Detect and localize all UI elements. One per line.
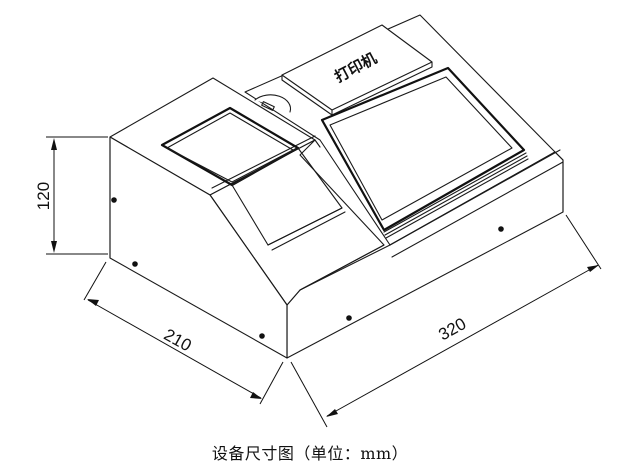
screw-icon xyxy=(498,226,504,232)
screw-icon xyxy=(111,197,117,203)
screw-icon xyxy=(132,261,138,267)
round-knob xyxy=(254,94,292,113)
depth-dimension-label: 210 xyxy=(161,325,195,355)
height-dimension-label: 120 xyxy=(34,182,53,210)
device-dimension-drawing: 打印机 xyxy=(34,14,602,428)
display-screen xyxy=(320,66,529,239)
printer-cover: 打印机 xyxy=(281,24,433,116)
left-window xyxy=(160,106,346,251)
screws xyxy=(111,197,504,339)
figure-caption: 设备尺寸图（单位：mm） xyxy=(211,444,409,463)
dimension-height: 120 xyxy=(34,136,108,255)
screw-icon xyxy=(346,315,352,321)
screw-icon xyxy=(259,333,265,339)
